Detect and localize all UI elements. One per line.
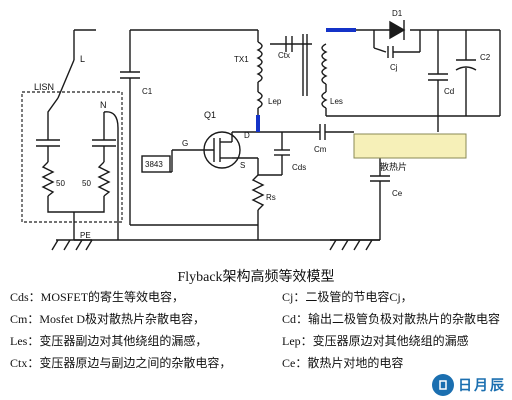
label-tx1: TX1 bbox=[234, 55, 249, 64]
label-lisn: LISN bbox=[34, 82, 54, 92]
label-N: N bbox=[100, 100, 107, 110]
lisn-box bbox=[21, 91, 123, 223]
label-c2: C2 bbox=[480, 53, 491, 62]
label-heatsink: 散热片 bbox=[380, 161, 407, 172]
label-ctx: Ctx bbox=[278, 51, 290, 60]
switch-L bbox=[57, 59, 75, 99]
legend-row-4-left: Ctx：变压器原边与副边之间的杂散电容， bbox=[10, 356, 232, 370]
label-cj: Cj bbox=[390, 63, 398, 72]
lep-coil bbox=[256, 91, 263, 109]
resistor-50a bbox=[41, 161, 55, 197]
legend-row-3-right: Lep：变压器原边对其他绕组的漏感 bbox=[282, 334, 469, 348]
les-coil bbox=[321, 91, 328, 109]
legend-row-2-left: Cm：Mosfet D极对散热片杂散电容， bbox=[10, 312, 206, 326]
secondary-coil bbox=[321, 43, 328, 85]
label-ce: Ce bbox=[392, 189, 403, 198]
caption-title: Flyback架构高频等效模型 bbox=[177, 270, 335, 285]
label-chip: 3843 bbox=[145, 160, 163, 169]
resistor-50b bbox=[97, 161, 111, 197]
label-cm: Cm bbox=[314, 145, 327, 154]
label-les: Les bbox=[330, 97, 343, 106]
label-lep: Lep bbox=[268, 97, 282, 106]
schematic: L N LISN 50 50 PE C1 TX1 Ctx Lep Les Q1 … bbox=[21, 9, 501, 251]
label-c1: C1 bbox=[142, 87, 153, 96]
label-cd: Cd bbox=[444, 87, 454, 96]
label-s: S bbox=[240, 161, 245, 170]
label-g: G bbox=[182, 139, 188, 148]
chip-3843 bbox=[141, 155, 171, 173]
legend-row-4-right: Ce：散热片对地的电容 bbox=[282, 356, 404, 370]
heatsink bbox=[353, 133, 467, 159]
brand-logo: 日月辰 bbox=[432, 374, 506, 396]
legend-row-3-left: Les：变压器副边对其他绕组的漏感， bbox=[10, 334, 208, 348]
label-q1: Q1 bbox=[204, 110, 216, 120]
label-cds: Cds bbox=[292, 163, 306, 172]
legend-row-1-left: Cds：MOSFET的寄生等效电容， bbox=[10, 290, 185, 304]
label-rs: Rs bbox=[266, 193, 276, 202]
label-50a: 50 bbox=[56, 179, 65, 188]
resistor-rs bbox=[251, 174, 265, 211]
label-50b: 50 bbox=[82, 179, 91, 188]
label-pe: PE bbox=[80, 231, 91, 240]
logo-icon bbox=[432, 374, 454, 396]
primary-coil bbox=[256, 41, 263, 83]
label-d: D bbox=[244, 131, 250, 140]
legend-row-1-right: Cj：二极管的节电容Cj， bbox=[282, 290, 413, 304]
label-L: L bbox=[80, 54, 85, 64]
label-d1: D1 bbox=[392, 9, 403, 18]
legend-row-2-right: Cd：输出二极管负极对散热片的杂散电容 bbox=[282, 312, 501, 326]
logo-text: 日月辰 bbox=[458, 378, 506, 394]
